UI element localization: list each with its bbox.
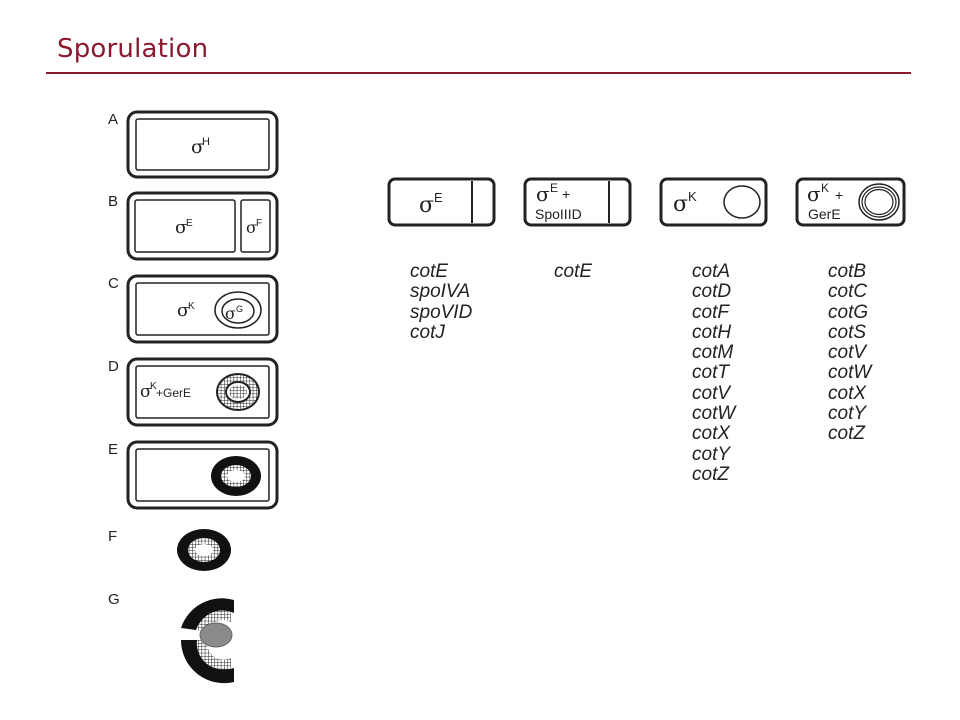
gene-item: cotC	[828, 281, 868, 303]
gere-label: GerE	[808, 206, 841, 222]
sigma-label: σ	[225, 304, 236, 323]
gene-item: cotY	[692, 443, 731, 465]
gene-item: spoIVA	[410, 281, 471, 303]
panel-c: C σ K σ G	[108, 274, 279, 344]
panel-letter-f: F	[108, 528, 117, 545]
panel-g: G	[108, 591, 234, 684]
stage-sigma-k: σ K	[659, 177, 768, 227]
sigma-label: σ	[419, 193, 434, 218]
gene-item: cotE	[410, 261, 449, 282]
sigma-label: σ	[673, 192, 688, 217]
panel-letter-e: E	[108, 441, 118, 458]
title-underline	[46, 72, 911, 74]
sigma-label: σ	[536, 182, 550, 206]
gene-item: cotF	[692, 301, 729, 323]
sigma-label: σ	[807, 182, 821, 206]
gene-item: cotS	[828, 321, 867, 343]
gene-item: cotW	[692, 403, 736, 425]
sigma-label: σ	[175, 217, 187, 238]
gene-item: cotV	[692, 382, 731, 404]
gene-item: cotD	[692, 281, 732, 303]
sigma-label: σ	[246, 218, 257, 237]
sigma-superscript: E	[186, 218, 193, 229]
page-title: Sporulation	[57, 34, 209, 64]
panel-letter-d: D	[108, 358, 119, 375]
gene-item: cotY	[828, 403, 867, 425]
gene-item: spoVID	[410, 301, 473, 323]
sigma-superscript: G	[236, 304, 243, 314]
gene-item: cotZ	[828, 423, 865, 445]
gene-item: cotG	[828, 301, 869, 323]
panel-letter-a: A	[108, 111, 118, 128]
panel-letter-c: C	[108, 275, 119, 292]
gene-item: cotT	[692, 362, 729, 384]
gene-item: cotE	[554, 261, 593, 282]
panel-letter-g: G	[108, 591, 120, 608]
sigma-superscript: K	[688, 189, 697, 204]
panel-e: E	[108, 440, 279, 510]
spoiiid-label: SpoIIID	[535, 206, 582, 222]
sigma-superscript: K	[150, 381, 157, 392]
gene-item: cotV	[828, 342, 867, 364]
gene-item: cotX	[828, 382, 867, 404]
gene-list-sigma-k: cotA cotD cotF cotH cotM cotT cotV cotW …	[692, 261, 736, 485]
sigma-label: σ	[177, 300, 189, 321]
sigma-superscript: F	[256, 218, 262, 229]
gene-item: cotZ	[692, 463, 729, 485]
gene-item: cotM	[692, 342, 734, 364]
gene-item: cotB	[828, 261, 867, 282]
sigma-superscript: H	[202, 136, 210, 148]
panel-b: B σ E σ F	[108, 191, 279, 261]
stage-sigma-e: σ E	[387, 177, 496, 227]
gene-item: cotA	[692, 261, 731, 282]
plus-sign: +	[562, 186, 570, 202]
sigma-superscript: E	[550, 181, 558, 195]
sigma-label: σ	[140, 382, 152, 402]
sigma-label: σ	[191, 136, 204, 158]
panel-f: F	[108, 528, 231, 571]
gene-item: cotJ	[410, 321, 445, 343]
gene-list-sigma-e: cotE spoIVA spoVID cotJ	[410, 261, 473, 343]
sigma-superscript: K	[188, 301, 195, 312]
gene-list-sigma-k-gere: cotB cotC cotG cotS cotV cotW cotX cotY …	[828, 261, 872, 445]
gene-item: cotW	[828, 362, 872, 384]
panel-letter-b: B	[108, 193, 118, 210]
stage-sigma-e-spoiiid: σ E + SpoIIID	[523, 177, 632, 227]
gene-item: cotX	[692, 423, 731, 445]
panel-d: D σ K +GerE	[108, 357, 279, 427]
stage-sigma-k-gere: σ K + GerE	[795, 177, 906, 227]
sigma-superscript: K	[821, 181, 829, 195]
gere-label: +GerE	[156, 386, 191, 400]
gene-item: cotH	[692, 321, 732, 343]
gene-list-sigma-e-spoiiid: cotE	[554, 261, 593, 282]
sigma-superscript: E	[434, 190, 443, 205]
plus-sign: +	[835, 187, 843, 203]
panel-a: A σ H	[108, 110, 279, 179]
